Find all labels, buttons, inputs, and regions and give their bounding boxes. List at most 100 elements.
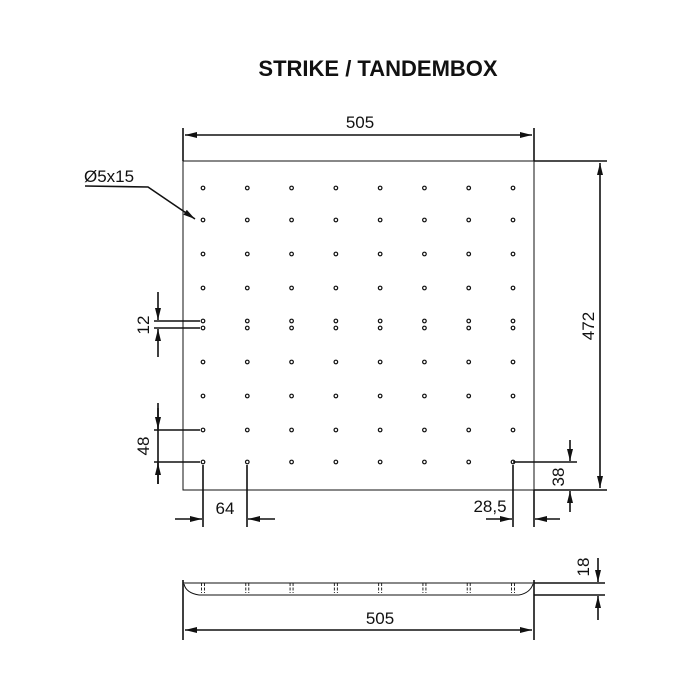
hole <box>333 393 339 399</box>
hole <box>422 359 427 365</box>
hole <box>289 251 294 257</box>
hole <box>333 318 339 324</box>
hole <box>422 217 427 223</box>
hole <box>510 427 516 433</box>
hole <box>422 459 427 465</box>
dimension-edge-offset-y: 38 <box>513 440 577 512</box>
hole <box>510 318 516 324</box>
dimension-label: 12 <box>134 316 153 335</box>
hole <box>510 185 516 191</box>
hole-callout: Ø5x15 <box>84 167 196 220</box>
hole <box>333 251 339 257</box>
hole <box>510 285 516 291</box>
hole <box>244 427 250 433</box>
hole <box>377 318 383 324</box>
hole <box>333 359 339 365</box>
hole <box>510 251 516 257</box>
hole <box>333 217 339 223</box>
hole <box>200 359 206 365</box>
hole <box>377 251 383 257</box>
hole <box>244 217 250 223</box>
hole <box>422 318 427 324</box>
dimension-label: 472 <box>579 312 598 340</box>
hole <box>377 185 383 191</box>
hole <box>200 251 206 257</box>
dimension-label: 38 <box>549 468 568 487</box>
hole-label: Ø5x15 <box>84 167 134 186</box>
hole <box>200 393 206 399</box>
hole <box>244 285 250 291</box>
hole <box>422 185 427 191</box>
hole <box>289 393 294 399</box>
hole <box>200 285 206 291</box>
dimension-pair-gap: 12 <box>134 292 200 357</box>
hole <box>200 318 206 324</box>
hole <box>466 325 472 331</box>
hole <box>289 318 294 324</box>
dimension-height: 472 <box>534 160 607 491</box>
side-profile <box>182 580 535 640</box>
hole <box>466 359 472 365</box>
dimension-thickness: 18 <box>534 558 605 620</box>
dimension-label: 505 <box>366 609 394 628</box>
hole <box>244 359 250 365</box>
hole <box>422 393 427 399</box>
hole <box>466 393 472 399</box>
hole <box>466 251 472 257</box>
hole <box>200 217 206 223</box>
hole <box>377 217 383 223</box>
dimension-row-pitch: 48 <box>134 403 200 484</box>
hole <box>377 359 383 365</box>
hole <box>200 459 206 465</box>
hole <box>466 427 472 433</box>
hole <box>200 185 206 191</box>
hole <box>466 318 472 324</box>
hole <box>244 325 250 331</box>
hole <box>333 185 339 191</box>
hole <box>466 185 472 191</box>
hole <box>244 185 250 191</box>
hole <box>422 427 427 433</box>
hole <box>289 325 294 331</box>
plate-outline <box>182 160 535 491</box>
hole <box>200 427 206 433</box>
hole <box>377 393 383 399</box>
hole <box>289 359 294 365</box>
hole-grid <box>200 185 516 465</box>
hole <box>466 217 472 223</box>
hole <box>510 393 516 399</box>
hole <box>244 393 250 399</box>
hole <box>200 325 206 331</box>
hole <box>333 459 339 465</box>
hole <box>289 185 294 191</box>
hole <box>377 427 383 433</box>
hole <box>244 251 250 257</box>
hole <box>422 325 427 331</box>
hole <box>289 427 294 433</box>
hole <box>466 459 472 465</box>
dimension-label: 64 <box>216 499 235 518</box>
hole <box>244 459 250 465</box>
drawing-title: STRIKE / TANDEMBOX <box>258 56 497 81</box>
hole <box>510 359 516 365</box>
hole <box>422 251 427 257</box>
dimension-label: 18 <box>574 558 593 577</box>
hole <box>244 318 250 324</box>
dimension-width-bottom: 505 <box>185 609 532 633</box>
hole <box>510 217 516 223</box>
hole <box>510 325 516 331</box>
hole <box>333 325 339 331</box>
hole <box>289 459 294 465</box>
hole <box>422 285 427 291</box>
dimension-col-pitch: 64 <box>175 465 275 527</box>
dimension-label: 48 <box>134 437 153 456</box>
dimension-label: 28,5 <box>473 497 506 516</box>
hole <box>377 285 383 291</box>
hole <box>289 217 294 223</box>
hole <box>466 285 472 291</box>
hole <box>333 285 339 291</box>
hole <box>333 427 339 433</box>
hole <box>377 459 383 465</box>
dimension-width-top: 505 <box>182 113 535 161</box>
